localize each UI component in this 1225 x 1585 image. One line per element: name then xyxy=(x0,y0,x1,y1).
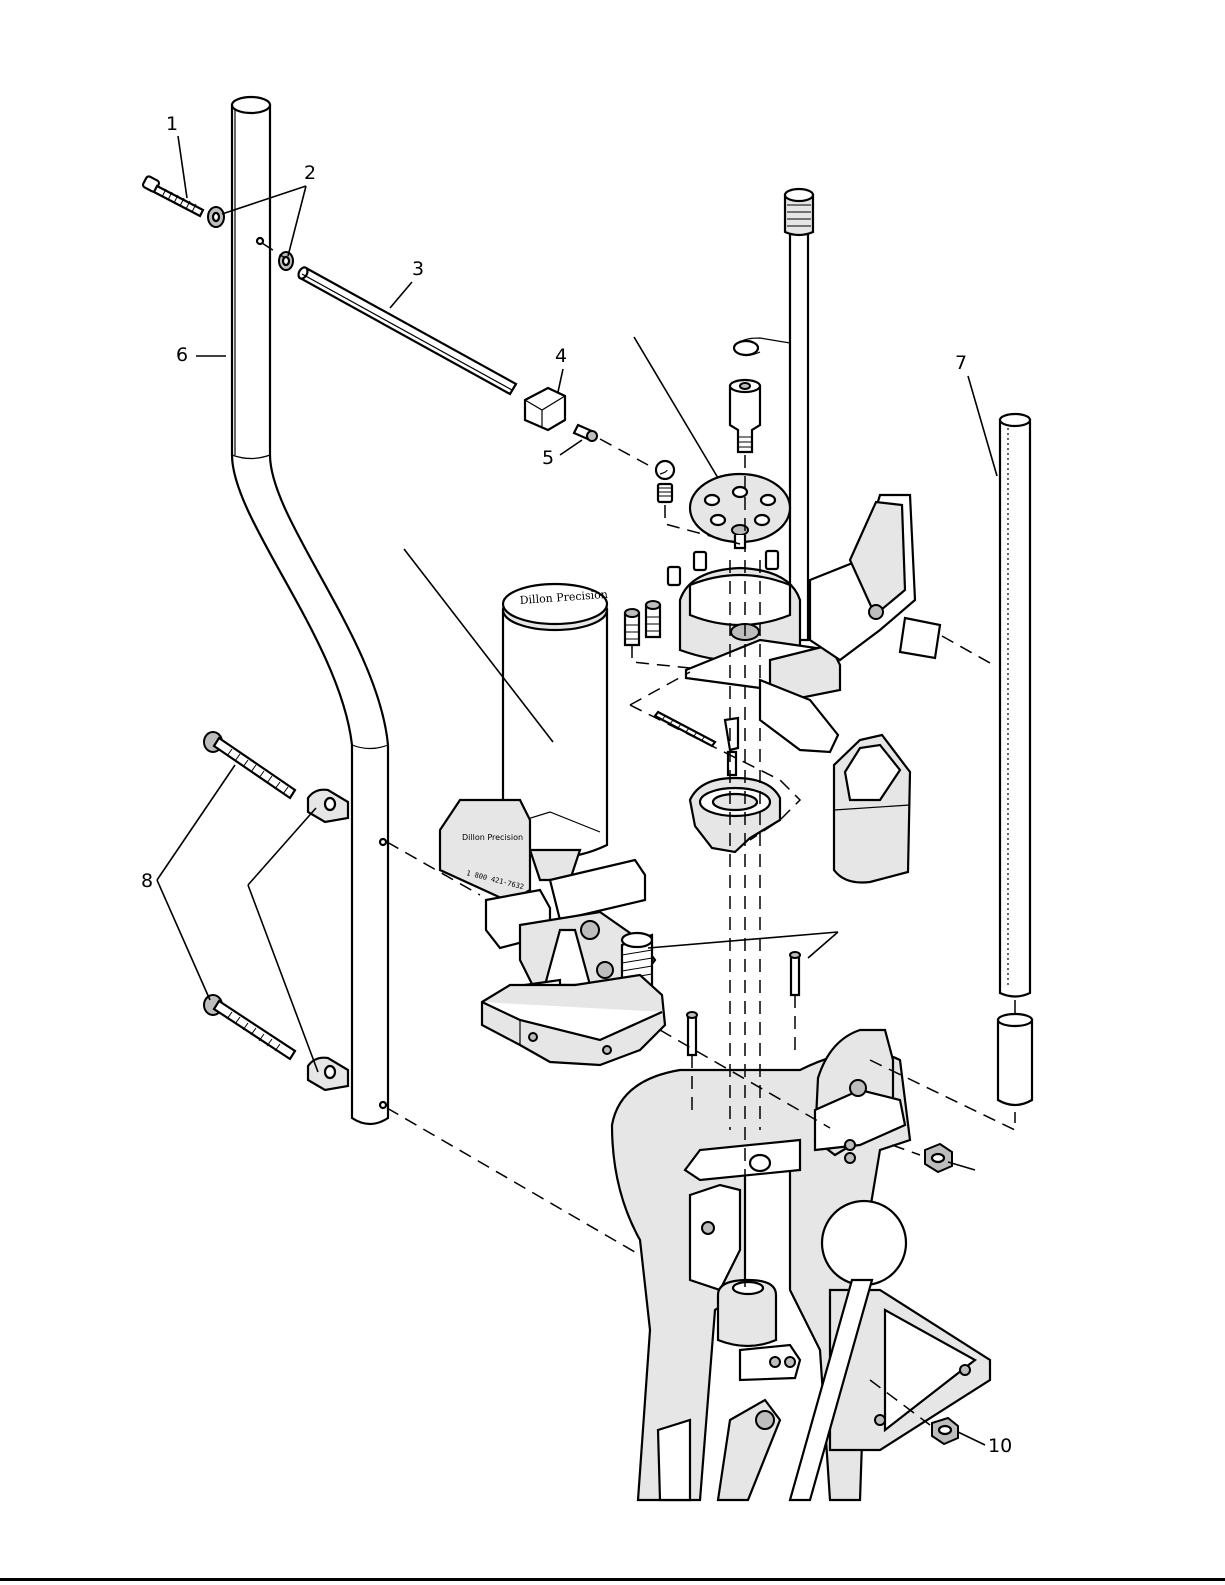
callout-2: 2 xyxy=(304,162,316,184)
callout-1: 1 xyxy=(166,113,178,135)
detent-ball-spring xyxy=(656,461,674,502)
toolhead xyxy=(482,975,665,1065)
case-bin xyxy=(834,735,910,883)
shellplate xyxy=(690,474,790,548)
callout-3: 3 xyxy=(412,258,424,280)
toolhead-rod xyxy=(785,189,813,640)
screw-1 xyxy=(142,175,203,216)
callout-7: 7 xyxy=(955,352,967,374)
callout-6: 6 xyxy=(176,344,188,366)
bolts-8 xyxy=(204,732,348,1090)
bracket-4 xyxy=(525,388,565,430)
locating-pins xyxy=(687,952,800,1055)
measure-brand-text: Dillon Precision xyxy=(462,833,523,842)
callout-5: 5 xyxy=(542,447,554,469)
rod-3 xyxy=(297,266,516,394)
callout-10: 10 xyxy=(988,1435,1012,1457)
screw-5 xyxy=(574,425,597,441)
spring-clip xyxy=(734,338,790,356)
footer-rule xyxy=(0,1578,1225,1581)
callout-8: 8 xyxy=(141,870,153,892)
locator-bushing xyxy=(730,380,760,452)
indexing-parts xyxy=(655,712,780,852)
tube-6 xyxy=(232,97,388,1124)
callout-4: 4 xyxy=(555,345,567,367)
